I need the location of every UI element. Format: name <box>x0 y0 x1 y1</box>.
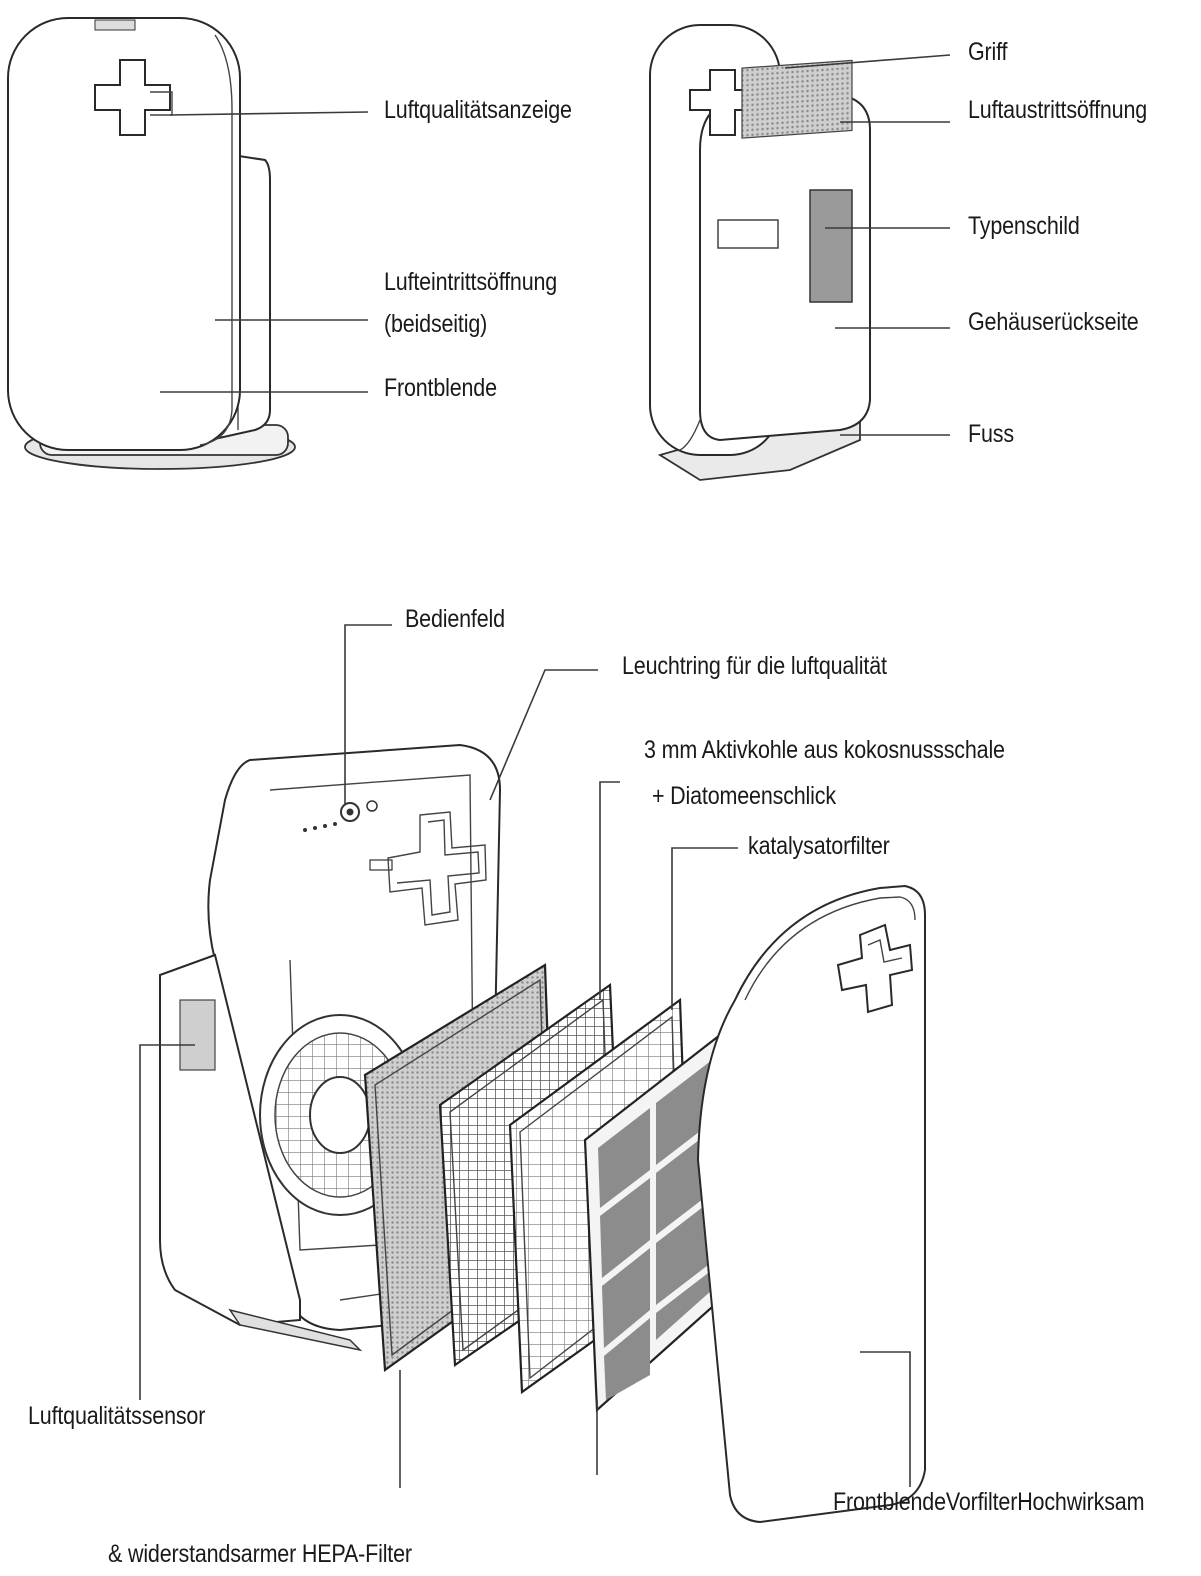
label-type-plate: Typenschild <box>968 212 1080 240</box>
label-light-ring: Leuchtring für die luftqualität <box>622 652 887 680</box>
label-housing-back: Gehäuserückseite <box>968 308 1139 336</box>
label-front-prefilter-hepa: FrontblendeVorfilterHochwirksam <box>833 1488 1145 1516</box>
label-handle: Griff <box>968 38 1008 66</box>
label-air-inlet-both-sides: (beidseitig) <box>384 310 488 338</box>
label-hepa-filter: & widerstandsarmer HEPA-Filter <box>108 1540 412 1568</box>
label-air-quality-sensor: Luftqualitätssensor <box>28 1402 206 1430</box>
exploded-view <box>159 743 926 1524</box>
label-air-inlet: Lufteintrittsöffnung <box>384 268 558 296</box>
label-catalyst-filter: katalysatorfilter <box>748 832 890 860</box>
front-cover <box>696 884 926 1524</box>
label-air-quality-indicator: Luftqualitätsanzeige <box>384 96 572 124</box>
label-carbon-filter: 3 mm Aktivkohle aus kokosnussschale <box>644 736 1005 764</box>
rear-view-unit <box>649 24 871 481</box>
label-front-panel: Frontblende <box>384 374 497 402</box>
leader-lines <box>139 54 951 1488</box>
label-diatom: + Diatomeenschlick <box>652 782 836 810</box>
label-air-outlet: Luftaustrittsöffnung <box>968 96 1148 124</box>
label-control-panel: Bedienfeld <box>405 605 505 633</box>
front-view-unit <box>7 17 296 470</box>
label-foot: Fuss <box>968 420 1014 448</box>
